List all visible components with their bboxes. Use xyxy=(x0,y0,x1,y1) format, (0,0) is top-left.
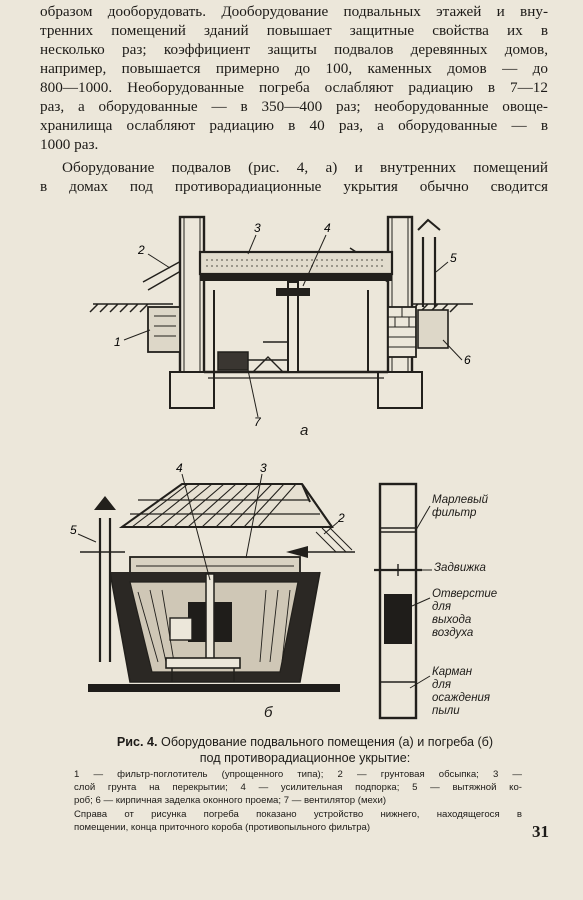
caption-line-1: Оборудование подвального помещения (а) и… xyxy=(161,735,494,749)
cellar-drawing: 5 4 3 2 xyxy=(70,462,355,692)
label-6: 6 xyxy=(464,353,471,367)
text-line: Оборудование подвалов (рис. 4, а) и внут… xyxy=(62,159,548,176)
figure-b-letter: б xyxy=(264,704,273,721)
label-4: 4 xyxy=(176,462,183,475)
caption-legend-line: 1 — фильтр-поглотитель (упрощенного типа… xyxy=(74,769,522,780)
label-line: выхода xyxy=(432,614,472,626)
figure-a-letter: а xyxy=(300,422,309,439)
caption-legend-line: слой грунта на перекрытии; 4 — усилитель… xyxy=(74,782,522,794)
text-line: 800—1000. Необорудованные погреба ослабл… xyxy=(40,79,548,96)
label-line: пыли xyxy=(432,705,460,717)
caption-prefix: Рис. 4. xyxy=(116,735,158,749)
label-3: 3 xyxy=(254,221,261,235)
label-7: 7 xyxy=(254,415,262,429)
basement-drawing: 1 2 3 4 5 6 7 xyxy=(89,215,473,429)
page-number: 31 xyxy=(532,822,549,841)
label-line: для xyxy=(432,679,451,691)
filter-duct-diagram: Марлевый фильтр Задвижка Отверстие для в… xyxy=(374,482,544,722)
caption-legend-line: Справа от рисунка погреба показано устро… xyxy=(74,808,522,820)
label-2: 2 xyxy=(337,511,345,525)
caption-legend-line: помещении, конца приточного короба (прот… xyxy=(74,821,371,833)
label-line: фильтр xyxy=(432,507,477,519)
label-air-outlet: Отверстие для выхода воздуха xyxy=(432,588,497,640)
figure-caption-title: Рис. 4. Оборудование подвального помещен… xyxy=(70,734,540,766)
caption-legend-line: роб; 6 — кирпичная заделка оконного прое… xyxy=(74,795,387,807)
figure-caption-legend: 1 — фильтр-поглотитель (упрощенного типа… xyxy=(74,768,522,834)
text-line: тренних помещений зданий повышает защитн… xyxy=(40,22,548,39)
label-line: осаждения xyxy=(432,692,491,704)
label-damper: Задвижка xyxy=(434,562,486,575)
caption-line-2: под противорадиационное укрытие: xyxy=(199,751,411,765)
text-line: 1000 раз. xyxy=(40,136,99,153)
paragraph-1: образом дооборудовать. Дооборудование по… xyxy=(40,2,548,154)
paragraph-2: Оборудование подвалов (рис. 4, а) и внут… xyxy=(40,158,548,196)
label-5: 5 xyxy=(450,251,457,265)
label-2: 2 xyxy=(137,243,145,257)
label-1: 1 xyxy=(114,335,121,349)
text-line: в домах под противорадиационные укрытия … xyxy=(40,178,548,195)
label-line: Отверстие xyxy=(432,588,498,600)
text-line: несколько раз; коэффициент защиты подвал… xyxy=(40,41,548,58)
label-3: 3 xyxy=(260,462,267,475)
label-gauze-filter: Марлевый фильтр xyxy=(432,494,488,520)
figure-a-basement: 1 2 3 4 5 6 7 а xyxy=(88,212,478,440)
label-line: воздуха xyxy=(432,627,474,639)
label-4: 4 xyxy=(324,221,331,235)
text-line: раз, а оборудованные — в 350—400 раз; не… xyxy=(40,98,548,115)
text-line: хранилища ослабляют радиацию в 40 раз, а… xyxy=(40,117,548,134)
label-line: Карман xyxy=(432,666,473,678)
filter-duct-drawing xyxy=(374,482,432,720)
label-dust-pocket: Карман для осаждения пыли xyxy=(432,666,490,718)
label-line: Марлевый xyxy=(432,494,488,506)
label-line: Задвижка xyxy=(434,562,486,574)
text-line: например, повышается примерно до 100, ка… xyxy=(40,60,548,77)
label-5: 5 xyxy=(70,523,77,537)
figure-b-cellar: 5 4 3 2 б xyxy=(70,462,360,721)
label-line: для xyxy=(432,601,451,613)
text-line: образом дооборудовать. Дооборудование по… xyxy=(40,3,548,20)
